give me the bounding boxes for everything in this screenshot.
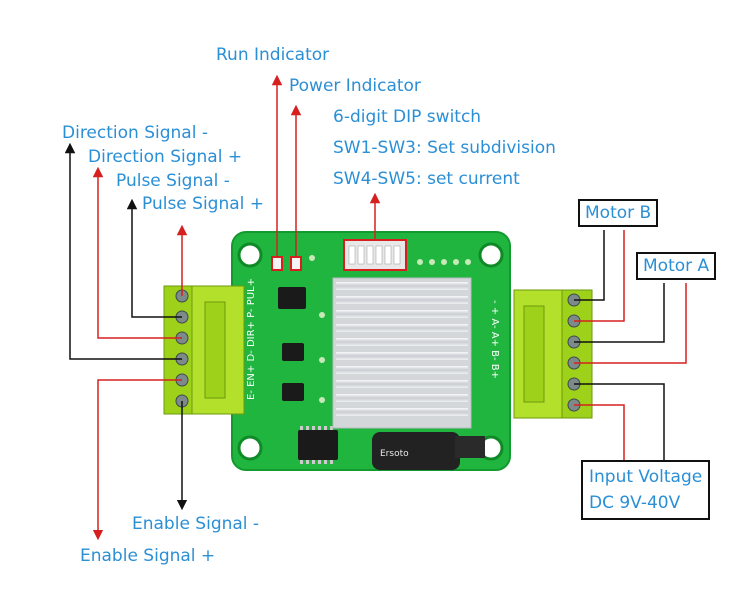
run-indicator-label: Run Indicator: [216, 45, 330, 65]
motor-b-label: Motor B: [578, 199, 659, 227]
input-voltage-range: DC 9V-40V: [589, 493, 681, 513]
motor-b-callout: [574, 230, 625, 322]
direction-minus-label: Direction Signal -: [62, 123, 208, 143]
direction-minus-callout: [64, 142, 182, 360]
driver-ic: [298, 426, 338, 464]
right-header-silkscreen: - + A- A+ B- B+: [489, 300, 500, 379]
input-voltage-label: Input Voltage: [589, 467, 703, 487]
power-indicator-label: Power Indicator: [289, 76, 421, 96]
direction-plus-callout: [92, 166, 182, 339]
pulse-minus-label: Pulse Signal -: [116, 171, 230, 191]
left-header-silkscreen: E- EN+ D- DIR+ P- PUL+: [246, 278, 257, 400]
heat-sink: [332, 277, 472, 429]
pulse-plus-label: Pulse Signal +: [142, 194, 265, 214]
dip-switch: [343, 239, 407, 271]
input-voltage-box: Input Voltage DC 9V-40V: [581, 460, 711, 520]
optocoupler-chips: [278, 287, 306, 401]
dip-switch-title: 6-digit DIP switch: [333, 107, 482, 127]
direction-plus-label: Direction Signal +: [88, 147, 243, 167]
pulse-minus-callout: [126, 198, 182, 318]
inductor: [455, 436, 485, 458]
capacitor: Ersoto: [372, 432, 460, 470]
power-indicator-led: [290, 256, 302, 271]
dip-switch-subdivision-label: SW1-SW3: Set subdivision: [333, 138, 556, 158]
right-terminal-block: [513, 289, 593, 419]
input-voltage-callout: [574, 383, 665, 460]
motor-a-callout: [574, 283, 687, 364]
enable-plus-label: Enable Signal +: [80, 546, 216, 566]
dip-switch-current-label: SW4-SW5: set current: [333, 169, 520, 189]
left-terminal-block: [163, 285, 245, 415]
motor-a-label: Motor A: [636, 252, 717, 280]
enable-plus-callout: [92, 379, 182, 541]
capacitor-brand-label: Ersoto: [380, 449, 409, 459]
enable-minus-label: Enable Signal -: [132, 514, 260, 534]
run-indicator-led: [271, 256, 283, 271]
